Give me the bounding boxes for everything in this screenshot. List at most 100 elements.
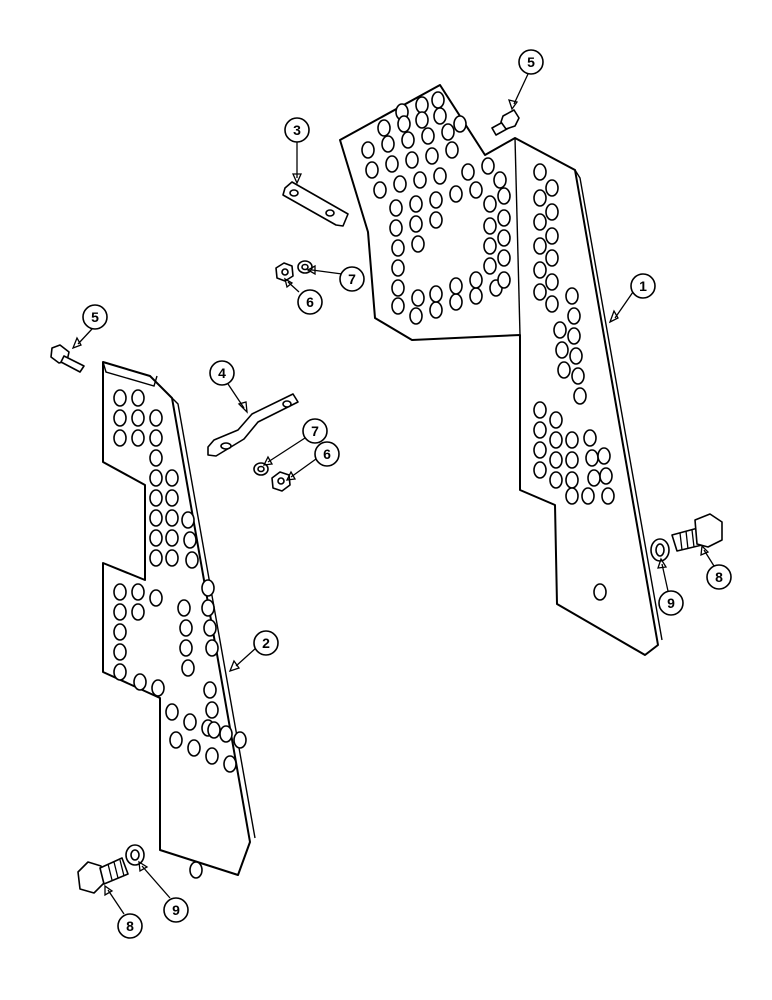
callout-3: 3 [293, 122, 301, 138]
perforation-hole [165, 489, 179, 507]
perforation-hole [585, 449, 599, 467]
perforation-hole [381, 135, 395, 153]
callout-1: 1 [639, 278, 647, 294]
callout-9-bottom: 9 [172, 902, 180, 918]
callout-6-upper: 6 [306, 294, 314, 310]
perforation-hole [441, 123, 455, 141]
perforation-hole [201, 579, 215, 597]
perforation-hole [205, 639, 219, 657]
perforation-hole [179, 639, 193, 657]
perforation-hole [205, 701, 219, 719]
perforation-hole [131, 409, 145, 427]
perforation-hole [545, 227, 559, 245]
perforation-hole [149, 429, 163, 447]
perforation-hole [113, 603, 127, 621]
perforation-hole [131, 429, 145, 447]
perforation-hole [533, 189, 547, 207]
perforation-hole [131, 603, 145, 621]
left-perforated-plate [102, 361, 256, 879]
perforation-hole [205, 747, 219, 765]
perforation-hole [545, 273, 559, 291]
perforation-hole [497, 209, 511, 227]
perforation-hole [113, 583, 127, 601]
perforation-hole [483, 217, 497, 235]
bolt-bottom-left [77, 857, 129, 894]
perforation-hole [149, 529, 163, 547]
perforation-hole [533, 261, 547, 279]
perforation-hole [433, 167, 447, 185]
perforation-hole [207, 721, 221, 739]
perforation-hole [497, 271, 511, 289]
callouts: 1 2 3 4 5 5 6 7 [71, 49, 732, 939]
perforation-hole [461, 163, 475, 181]
perforation-hole [601, 487, 615, 505]
perforation-hole [377, 119, 391, 137]
perforation-hole [445, 141, 459, 159]
perforation-hole [413, 171, 427, 189]
perforation-hole [389, 219, 403, 237]
perforation-hole [409, 307, 423, 325]
perforation-hole [131, 583, 145, 601]
perforation-hole [393, 175, 407, 193]
perforation-hole [449, 293, 463, 311]
perforation-hole [497, 229, 511, 247]
perforation-hole [391, 297, 405, 315]
perforation-hole [113, 643, 127, 661]
bracket-part-4 [207, 393, 299, 457]
perforation-hole [497, 187, 511, 205]
perforation-hole [533, 441, 547, 459]
perforation-hole [533, 283, 547, 301]
perforation-hole [469, 181, 483, 199]
perforation-hole [429, 191, 443, 209]
perforation-hole [187, 739, 201, 757]
perforation-hole [113, 663, 127, 681]
perforation-hole [583, 429, 597, 447]
perforation-hole [415, 111, 429, 129]
perforation-hole [385, 155, 399, 173]
perforation-hole [565, 431, 579, 449]
perforation-hole [181, 511, 195, 529]
perforation-hole [183, 531, 197, 549]
perforation-hole [223, 755, 237, 773]
nut-upper [275, 262, 294, 282]
perforation-hole [165, 509, 179, 527]
perforation-hole [557, 361, 571, 379]
perforation-hole [149, 549, 163, 567]
perforation-hole [203, 619, 217, 637]
perforation-hole [391, 259, 405, 277]
bolt-right [671, 513, 723, 552]
perforation-hole [177, 599, 191, 617]
perforation-hole [391, 239, 405, 257]
callout-8-bottom: 8 [126, 918, 134, 934]
perforation-hole [533, 401, 547, 419]
callout-6-lower: 6 [323, 446, 331, 462]
perforation-hole [549, 411, 563, 429]
perforation-hole [411, 235, 425, 253]
perforation-hole [449, 277, 463, 295]
callout-4: 4 [218, 365, 226, 381]
perforation-hole [449, 185, 463, 203]
perforation-hole [569, 347, 583, 365]
perforation-hole [183, 713, 197, 731]
perforation-hole [533, 163, 547, 181]
perforation-hole [373, 181, 387, 199]
washer-bottom-left [125, 844, 145, 866]
callout-5-left: 5 [91, 309, 99, 325]
perforation-hole [165, 529, 179, 547]
perforation-hole [361, 141, 375, 159]
perforation-hole [149, 509, 163, 527]
perforation-hole [389, 199, 403, 217]
perforation-hole [549, 471, 563, 489]
perforation-hole [401, 131, 415, 149]
perforation-hole [565, 471, 579, 489]
perforation-hole [149, 589, 163, 607]
perforation-hole [483, 257, 497, 275]
perforation-hole [545, 179, 559, 197]
perforation-hole [533, 237, 547, 255]
perforation-hole [565, 287, 579, 305]
callout-9-right: 9 [667, 595, 675, 611]
perforation-hole [549, 431, 563, 449]
perforation-hole [365, 161, 379, 179]
perforation-hole [469, 287, 483, 305]
